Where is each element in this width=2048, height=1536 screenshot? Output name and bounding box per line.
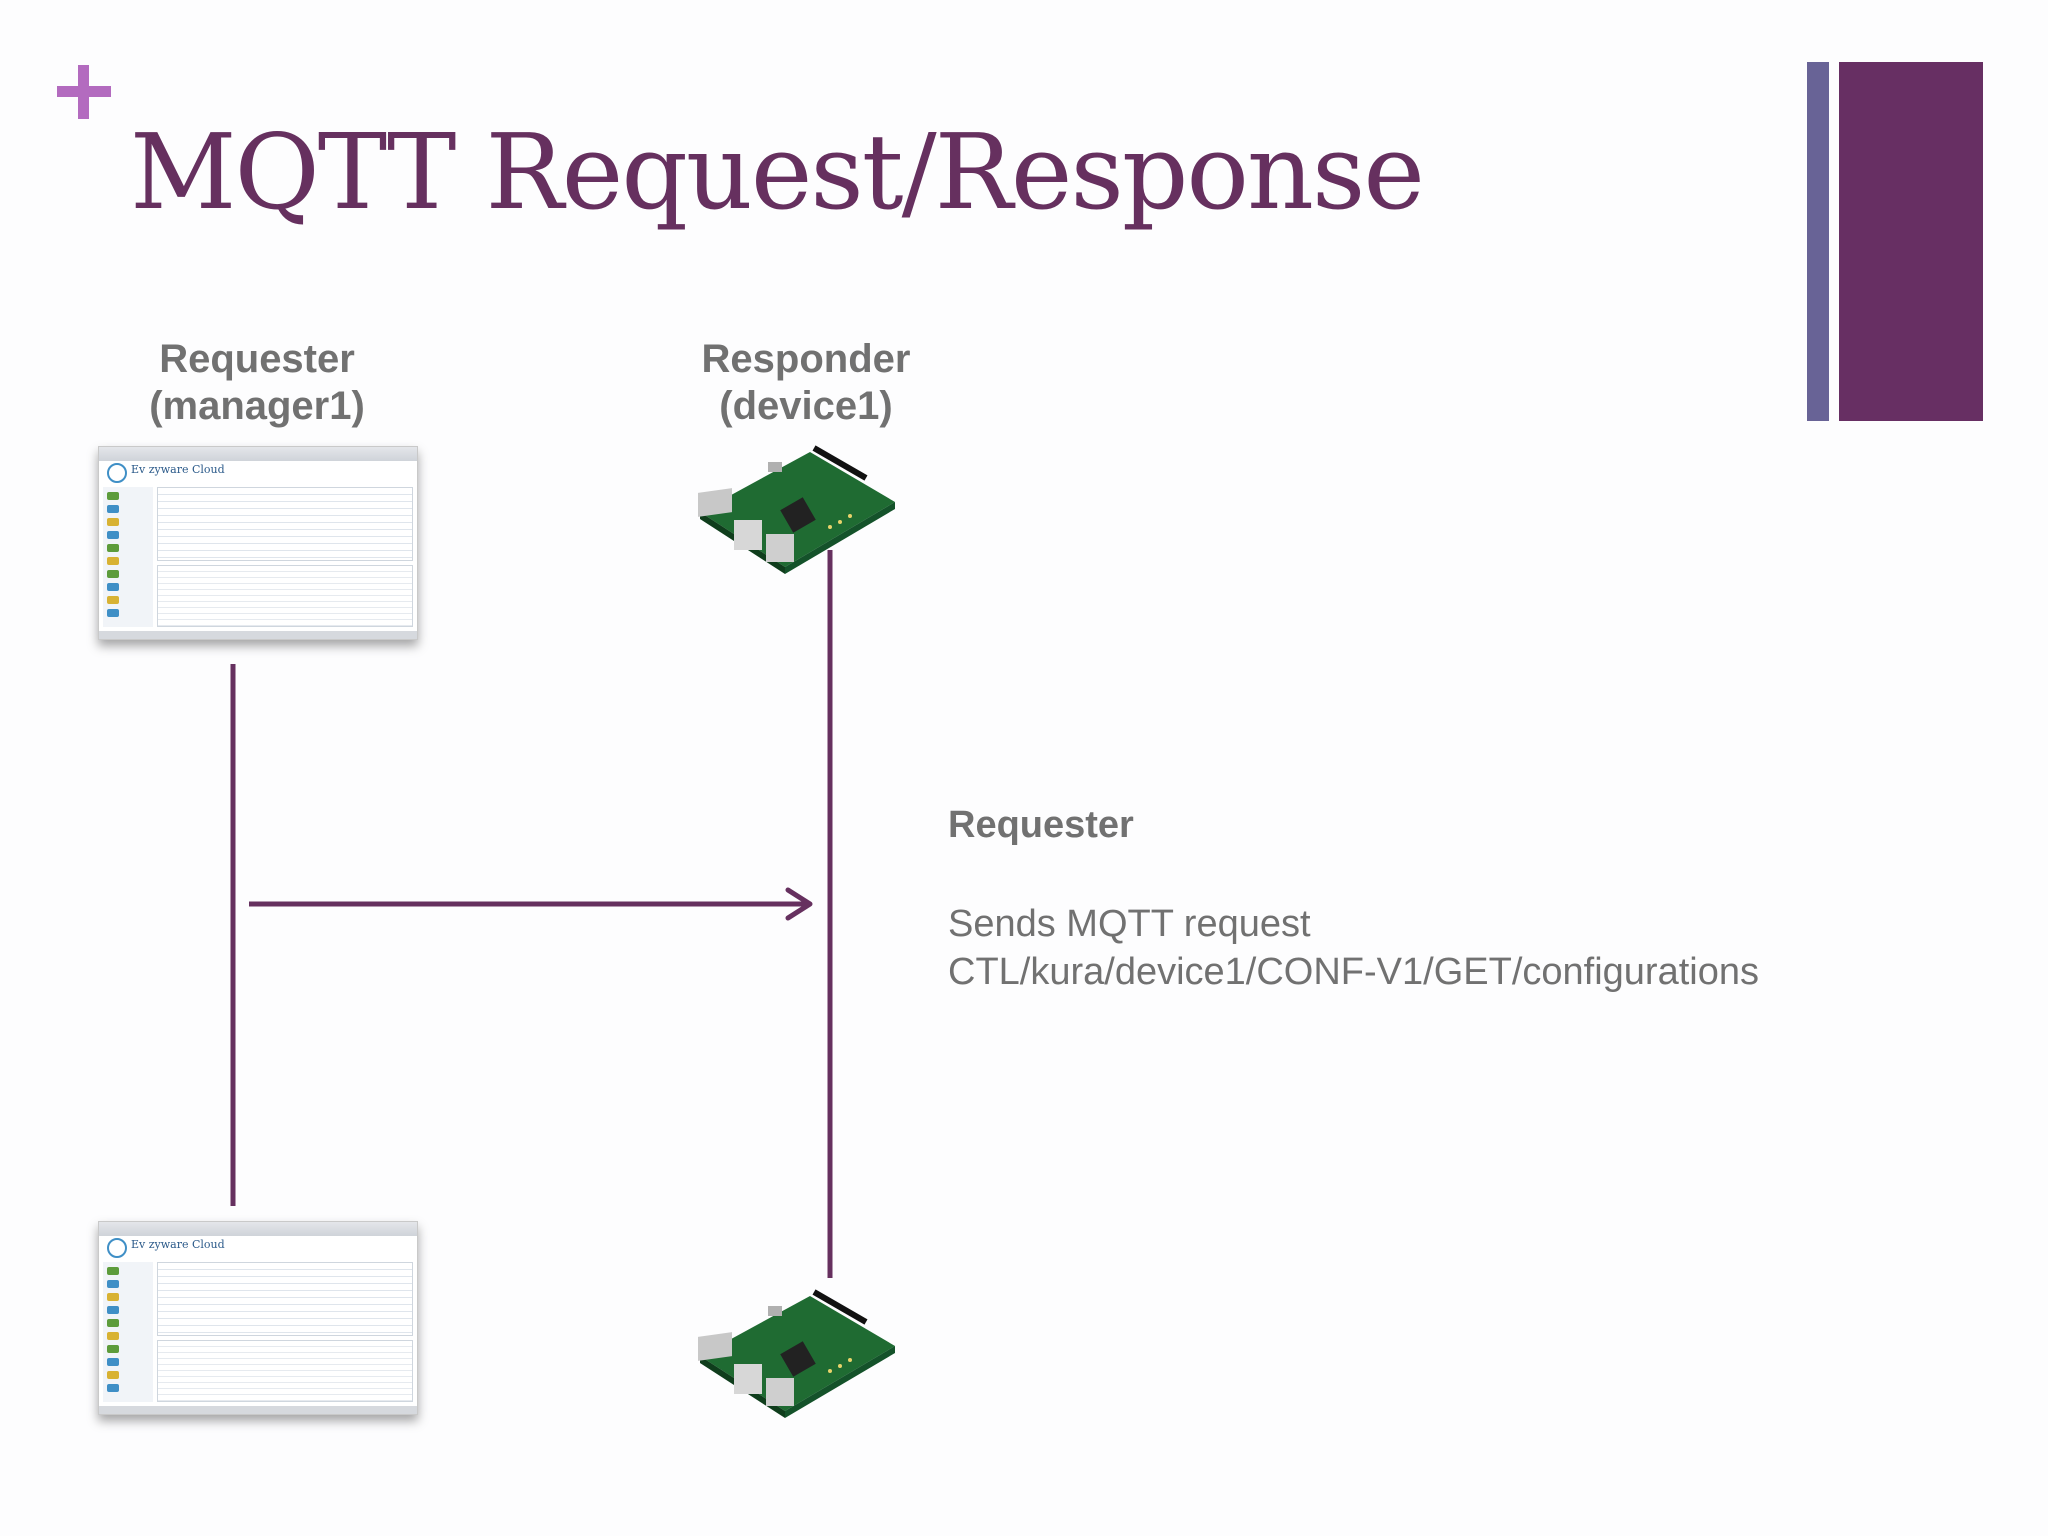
note-body: Sends MQTT request CTL/kura/device1/CONF… xyxy=(948,900,1759,996)
screenshot-sidebar xyxy=(103,1262,153,1402)
logo-text: Ev zyware Cloud xyxy=(131,463,225,476)
requester-screenshot-bottom: Ev zyware Cloud xyxy=(98,1221,418,1415)
requester-screenshot-top: Ev zyware Cloud xyxy=(98,446,418,640)
responder-label: Responder (device1) xyxy=(656,336,956,430)
cloud-logo-icon xyxy=(107,463,127,483)
browser-chrome xyxy=(99,447,417,461)
screenshot-device-table xyxy=(157,1262,413,1336)
responder-label-name: Responder xyxy=(701,337,911,381)
browser-chrome xyxy=(99,1222,417,1236)
screenshot-statusbar xyxy=(99,1406,417,1414)
requester-label: Requester (manager1) xyxy=(107,336,407,430)
raspberry-pi-device-top xyxy=(698,445,895,574)
screenshot-detail-table xyxy=(157,1340,413,1402)
slide-title: MQTT Request/Response xyxy=(130,111,1425,233)
plus-icon xyxy=(52,60,116,124)
note-line-1: Sends MQTT request xyxy=(948,903,1311,945)
note-title: Requester xyxy=(948,804,1134,846)
requester-label-name: Requester xyxy=(159,337,355,381)
raspberry-pi-device-bottom xyxy=(698,1289,895,1418)
request-arrow-head xyxy=(785,887,813,921)
decorative-bar-thin xyxy=(1807,62,1829,421)
decorative-bar-thick xyxy=(1839,62,1983,421)
screenshot-sidebar xyxy=(103,487,153,627)
screenshot-statusbar xyxy=(99,631,417,639)
screenshot-device-table xyxy=(157,487,413,561)
requester-label-id: (manager1) xyxy=(149,384,365,428)
note-line-2: CTL/kura/device1/CONF-V1/GET/configurati… xyxy=(948,951,1759,993)
cloud-logo-icon xyxy=(107,1238,127,1258)
responder-label-id: (device1) xyxy=(719,384,893,428)
screenshot-detail-table xyxy=(157,565,413,627)
logo-text: Ev zyware Cloud xyxy=(131,1238,225,1251)
